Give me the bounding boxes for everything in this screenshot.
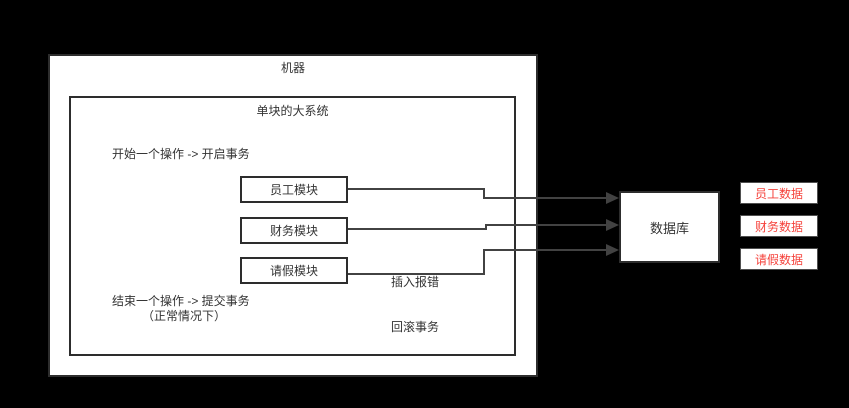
database-label: 数据库: [649, 220, 689, 236]
data-store-label: 请假数据: [754, 252, 803, 267]
machine-label: 机器: [280, 61, 305, 75]
arrow-right-icon: [606, 244, 619, 256]
start-transaction-note: 开始一个操作 -> 开启事务: [112, 147, 250, 161]
database-box: 数据库: [619, 191, 720, 263]
data-store-employee: 员工数据: [740, 182, 818, 204]
module-box-employee: 员工模块: [240, 176, 348, 203]
data-store-label: 财务数据: [754, 219, 803, 234]
module-box-finance: 财务模块: [240, 217, 348, 244]
connector-leave-segment: [483, 249, 606, 251]
system-label: 单块的大系统: [256, 104, 329, 118]
data-store-label: 员工数据: [754, 186, 803, 201]
connector-leave-jog: [483, 249, 485, 275]
data-store-finance: 财务数据: [740, 215, 818, 237]
rollback-note: 插入报错 回滚事务: [382, 245, 448, 365]
connector-finance-jog: [485, 224, 487, 230]
end-transaction-subnote: （正常情况下）: [142, 309, 227, 323]
arrow-right-icon: [606, 219, 619, 231]
connector-leave-segment: [348, 273, 485, 275]
module-label: 员工模块: [269, 183, 318, 197]
rollback-note-line1: 插入报错: [390, 275, 439, 289]
module-box-leave: 请假模块: [240, 257, 348, 284]
rollback-note-line2: 回滚事务: [390, 320, 439, 334]
connector-finance-segment: [485, 224, 606, 226]
connector-finance-segment: [348, 228, 487, 230]
connector-employee-segment: [483, 197, 606, 199]
connector-employee-jog: [483, 188, 485, 199]
data-store-leave: 请假数据: [740, 248, 818, 270]
module-label: 请假模块: [269, 264, 318, 278]
connector-employee-segment: [348, 188, 485, 190]
end-transaction-note: 结束一个操作 -> 提交事务: [112, 294, 250, 308]
module-label: 财务模块: [269, 224, 318, 238]
arrow-right-icon: [606, 192, 619, 204]
